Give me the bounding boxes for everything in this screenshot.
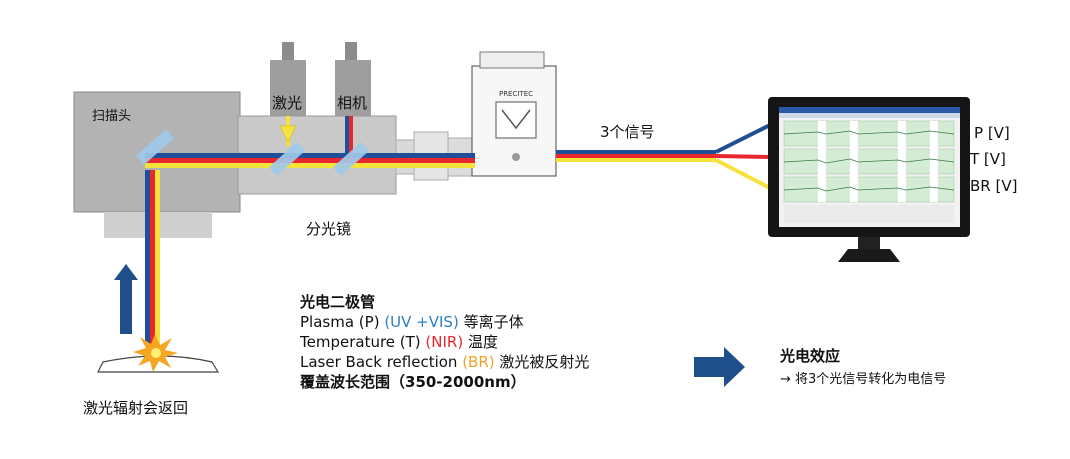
monitor-neck [858, 237, 880, 249]
output-t-label: T [V] [970, 150, 1006, 168]
laser-label: 激光 [272, 94, 303, 112]
beam-vertical-red [150, 170, 155, 345]
plasma-text: Plasma (P) [300, 313, 385, 331]
signal-line-t [715, 154, 771, 159]
signal-line-br [715, 158, 771, 190]
sensor-knob [512, 153, 520, 161]
backreflection-cn: 激光被反射光 [494, 353, 590, 371]
screen-status-area [784, 205, 954, 223]
beam-vertical-yellow [155, 170, 160, 345]
laser-stem [282, 42, 294, 62]
screen-trace-2 [783, 158, 955, 164]
plasma-cn: 等离子体 [458, 313, 524, 331]
beam-horizontal-blue [145, 153, 475, 158]
sensor-top [479, 51, 545, 69]
beam-horizontal-yellow [145, 163, 475, 168]
up-arrow-icon [114, 264, 138, 280]
workpiece [97, 355, 220, 373]
effect-desc: → 将3个光信号转化为电信号 [780, 372, 947, 387]
camera-stem [345, 42, 357, 62]
beam-out-red [556, 154, 716, 158]
temperature-band: (NIR) [425, 333, 464, 351]
scan-head-label: 扫描头 [92, 109, 132, 124]
right-arrow-icon [724, 347, 745, 387]
beam-splitter-2 [332, 141, 370, 177]
beam-horizontal-red [145, 158, 475, 163]
camera-label: 相机 [337, 94, 368, 112]
spark-core [151, 348, 161, 358]
backreflection-text: Laser Back reflection [300, 353, 463, 371]
beam-vertical-blue [145, 170, 150, 345]
screen-toolbar [779, 113, 960, 118]
photodiode-title: 光电二极管 [300, 293, 376, 311]
temperature-text: Temperature (T) [300, 333, 426, 351]
photodiode-line-temperature: Temperature (T) (NIR) 温度 [300, 331, 498, 352]
laser-return-label: 激光辐射会返回 [83, 399, 189, 417]
screen-trace-1 [783, 130, 955, 135]
laser-in-arrow [279, 125, 297, 143]
camera-beam-blue [345, 116, 349, 158]
up-arrow-shaft [120, 278, 132, 334]
right-arrow-shaft [694, 357, 724, 377]
plasma-band: (UV +VIS) [384, 313, 459, 331]
sensor-window-mark [501, 109, 531, 130]
output-p-label: P [V] [974, 124, 1010, 142]
temperature-cn: 温度 [463, 333, 498, 351]
camera-beam-red [349, 116, 353, 158]
signal-line-p [715, 123, 771, 154]
effect-title: 光电效应 [780, 347, 841, 365]
beam-out-blue [556, 150, 716, 154]
laser-housing [270, 60, 306, 116]
sensor-window [495, 101, 537, 139]
screen-titlebar [779, 107, 960, 113]
camera-housing [335, 60, 371, 116]
wavelength-range: 覆盖波长范围（350-2000nm） [300, 373, 526, 391]
scan-mirror [136, 129, 174, 165]
photodiode-line-plasma: Plasma (P) (UV +VIS) 等离子体 [300, 311, 524, 332]
screen-trace-3 [783, 186, 955, 192]
output-br-label: BR [V] [970, 177, 1018, 195]
beam-splitter-label: 分光镜 [306, 220, 352, 238]
beam-splitter-1 [268, 141, 306, 177]
signals-label: 3个信号 [600, 123, 655, 141]
backreflection-band: (BR) [462, 353, 495, 371]
beam-out-yellow [556, 158, 716, 162]
monitor-stand [838, 249, 900, 262]
photodiode-line-backreflection: Laser Back reflection (BR) 激光被反射光 [300, 351, 589, 372]
sensor-brand: PRECITEC [499, 90, 533, 98]
